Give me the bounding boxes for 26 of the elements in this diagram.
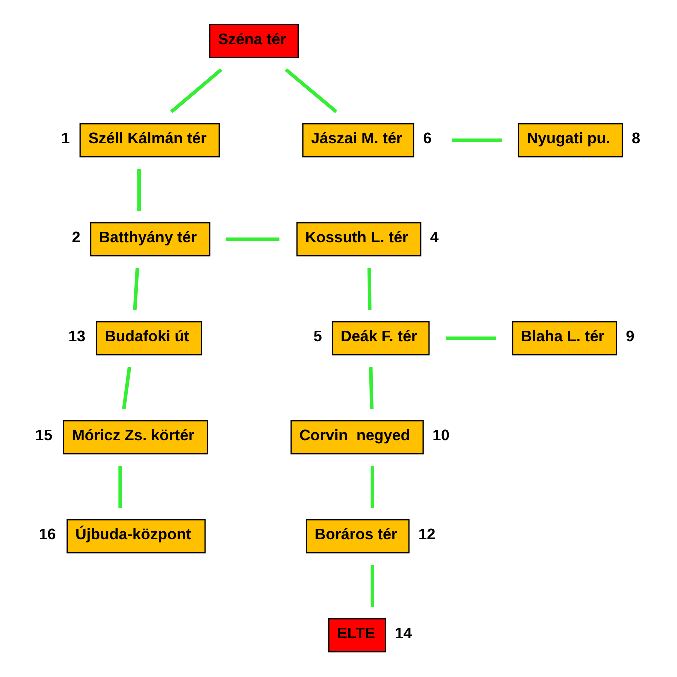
node-label: 8 [632,130,641,148]
node-label: 9 [626,328,635,346]
node-label: 15 [36,427,53,444]
connector [369,367,374,410]
connector [370,466,374,508]
connector [368,268,372,310]
node-label: 13 [68,328,86,346]
connector [226,238,280,242]
node-label: 1 [62,130,70,148]
connector [452,138,502,142]
node-label: 6 [423,130,432,148]
node-label: 14 [395,625,412,642]
connector [118,466,122,508]
connector [133,268,140,310]
connector [170,68,223,114]
connector [138,169,142,212]
node-label: 16 [39,526,56,544]
connector [446,336,496,340]
node-label: 10 [432,427,450,444]
connector [122,366,132,410]
connector [370,565,374,608]
node-label: 4 [430,229,439,246]
node-label: 12 [418,526,436,544]
connector [284,68,338,114]
node-label: 5 [314,328,322,346]
node-label: 2 [72,229,81,246]
